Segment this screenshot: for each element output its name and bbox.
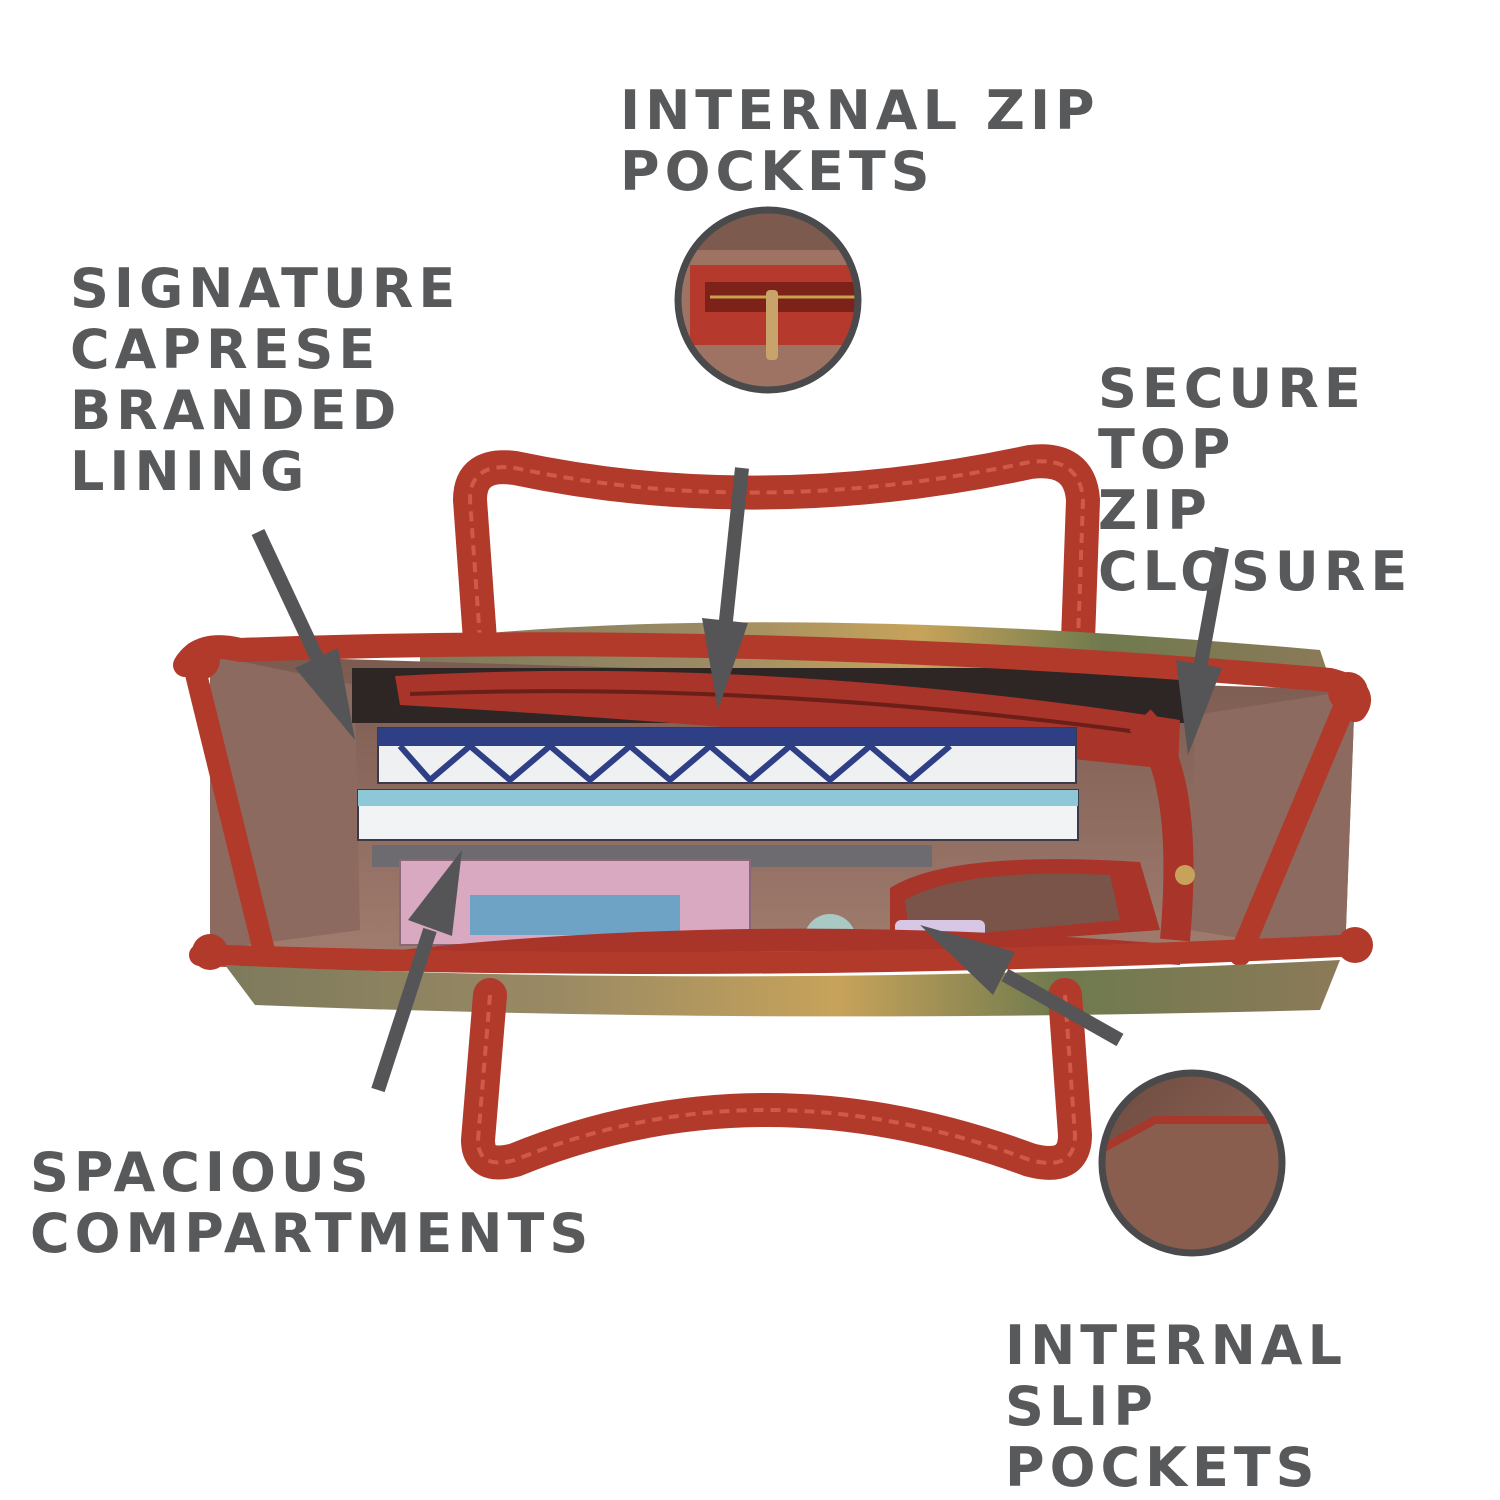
arrow-secure-zip — [1176, 546, 1229, 755]
front-zip-pocket — [400, 928, 1180, 970]
slip-pocket-detail-inset — [1098, 1069, 1286, 1257]
front-slip-pocket — [804, 859, 1160, 966]
callout-secure-top-zip: SECURE TOP ZIP CLOSURE — [1098, 357, 1413, 604]
arrow-spacious — [371, 850, 462, 1093]
callout-arrows — [251, 467, 1229, 1093]
callout-spacious-compartments: SPACIOUS COMPARTMENTS — [30, 1141, 594, 1266]
arrow-slip-pocket — [920, 925, 1124, 1047]
books — [357, 727, 1079, 946]
callout-internal-zip-pockets: INTERNAL ZIP POCKETS — [620, 79, 1100, 204]
bag-rim — [173, 632, 1373, 974]
callout-signature-lining: SIGNATURE CAPRESE BRANDED LINING — [70, 257, 461, 504]
front-handle — [461, 978, 1092, 1180]
back-handle — [453, 444, 1100, 657]
arrow-signature-lining — [251, 529, 355, 740]
arrow-internal-zip — [702, 467, 749, 710]
zip-pocket-detail-inset — [674, 206, 862, 394]
callout-internal-slip-pockets: INTERNAL SLIP POCKETS — [1005, 1314, 1347, 1500]
